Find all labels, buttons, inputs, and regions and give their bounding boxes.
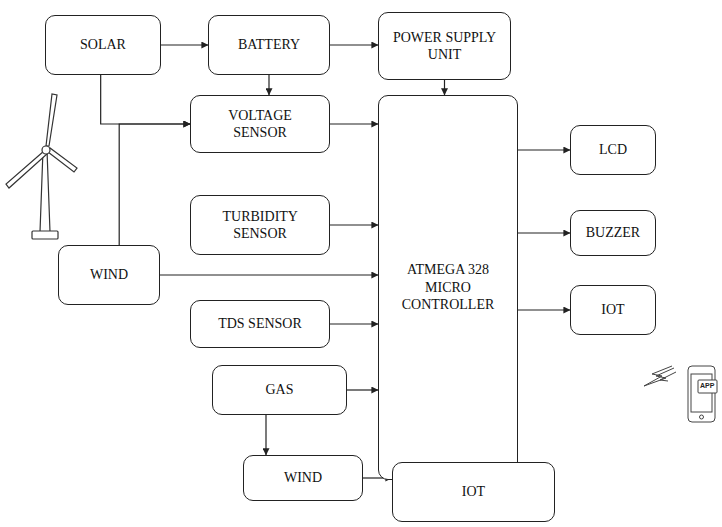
turbine-hub [42, 146, 50, 154]
turbine-blade [46, 94, 57, 146]
box-label: IOT [462, 483, 485, 501]
box-label: IOT [601, 301, 624, 319]
connector-arrow [330, 323, 378, 324]
turbine-base [32, 231, 58, 239]
box-label: BATTERY [238, 36, 300, 54]
connector-arrow [518, 309, 570, 310]
phone-body [688, 366, 715, 422]
box-label: POWER SUPPLY UNIT [389, 29, 501, 64]
turbine-blade [48, 148, 77, 172]
connector-arrow [160, 274, 378, 275]
box-label: LCD [599, 141, 627, 159]
box-label: TURBIDITY SENSOR [223, 208, 298, 243]
connector-arrow [330, 44, 378, 45]
connector-arrow [161, 44, 208, 45]
connector-arrow [265, 415, 266, 455]
connector-arrow [518, 232, 570, 233]
signal-bolt [660, 372, 676, 381]
source-box: WIND [243, 455, 363, 501]
box-label: BUZZER [586, 224, 640, 242]
output-box: IOT [570, 285, 656, 335]
sensor-box: GAS [212, 365, 347, 415]
connector-arrow [330, 123, 378, 124]
sensor-box: TDS SENSOR [190, 300, 330, 348]
connector-arrow [119, 124, 190, 245]
sensor-box: TURBIDITY SENSOR [190, 195, 330, 255]
phone-illustration [644, 366, 717, 422]
box-label: TDS SENSOR [218, 315, 302, 333]
storage-box: BATTERY [208, 15, 330, 75]
app-label: APP [699, 382, 715, 389]
output-box: BUZZER [570, 210, 656, 256]
connector-arrow [330, 224, 378, 225]
output-box: LCD [570, 125, 656, 175]
controller-box: ATMEGA 328 MICRO CONTROLLER [378, 95, 518, 480]
app-tag [698, 380, 717, 393]
connector-arrow [347, 389, 378, 390]
box-label: WIND [90, 266, 128, 284]
wind-turbine-illustration [6, 94, 77, 239]
box-label: GAS [265, 381, 293, 399]
connector-arrow [268, 75, 269, 95]
connector-arrow [101, 75, 190, 124]
connector-arrow [518, 149, 570, 150]
sensor-box: VOLTAGE SENSOR [190, 95, 330, 153]
box-label: ATMEGA 328 MICRO CONTROLLER [402, 261, 495, 314]
signal-bolt [644, 366, 674, 386]
source-box: WIND [58, 245, 160, 305]
box-label: SOLAR [80, 36, 126, 54]
source-box: SOLAR [45, 15, 161, 75]
phone-button [700, 415, 704, 419]
turbine-tower [40, 150, 50, 232]
box-label: WIND [284, 469, 322, 487]
turbine-blade [6, 151, 47, 188]
output-box: IOT [392, 462, 555, 522]
box-label: VOLTAGE SENSOR [228, 107, 292, 142]
connector-arrow [444, 80, 445, 95]
supply-box: POWER SUPPLY UNIT [378, 12, 511, 80]
